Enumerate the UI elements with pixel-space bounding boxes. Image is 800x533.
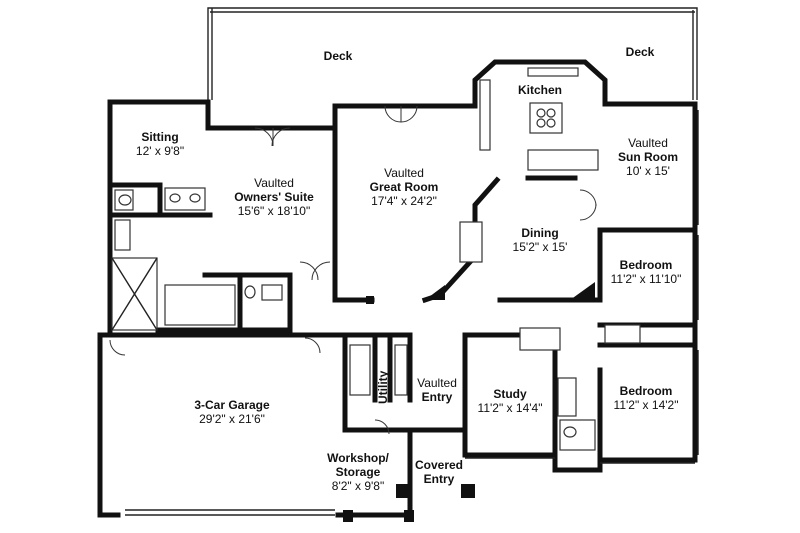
room-vaulted: Vaulted <box>628 136 668 150</box>
room-name: Study <box>493 387 527 401</box>
room-name: Kitchen <box>517 83 563 97</box>
room-label-workshop: Workshop/ Storage 8'2" x 9'8" <box>312 451 404 493</box>
room-name: Sitting <box>141 130 179 144</box>
room-label-garage: 3-Car Garage 29'2" x 21'6" <box>194 398 269 426</box>
room-dims: 8'2" x 9'8" <box>331 479 385 493</box>
exterior-walls <box>97 59 698 522</box>
room-label-sun-room: Vaulted Sun Room 10' x 15' <box>618 136 678 178</box>
room-label-deck-right: Deck <box>626 45 655 59</box>
room-dims: 17'4" x 24'2" <box>371 194 437 208</box>
room-dims: 12' x 9'8" <box>135 144 185 158</box>
room-dims: 29'2" x 21'6" <box>199 412 265 426</box>
room-name: Entry <box>421 390 453 404</box>
room-name: Dining <box>521 226 559 240</box>
room-label-great-room: Vaulted Great Room 17'4" x 24'2" <box>370 166 439 208</box>
room-name: Great Room <box>369 180 439 194</box>
room-label-covered-entry: Covered Entry <box>409 458 469 486</box>
room-label-dining: Dining 15'2" x 15' <box>513 226 568 254</box>
room-label-sitting: Sitting 12' x 9'8" <box>136 130 184 158</box>
room-name: Owners' Suite <box>234 190 314 204</box>
room-label-entry: Vaulted Entry <box>417 376 457 404</box>
room-label-bedroom-1: Bedroom 11'2" x 11'10" <box>611 258 682 286</box>
room-name: Covered Entry <box>414 458 464 486</box>
room-name: 3-Car Garage <box>194 398 270 412</box>
room-name: Bedroom <box>619 258 673 272</box>
room-vaulted: Vaulted <box>417 376 457 390</box>
room-dims: 11'2" x 14'4" <box>477 401 543 415</box>
room-dims: 11'2" x 11'10" <box>610 272 682 286</box>
room-label-deck-left: Deck <box>324 49 353 63</box>
room-label-bedroom-2: Bedroom 11'2" x 14'2" <box>614 384 679 412</box>
room-vaulted: Vaulted <box>254 176 294 190</box>
room-label-owners-suite: Vaulted Owners' Suite 15'6" x 18'10" <box>234 176 314 218</box>
room-name: Workshop/ Storage <box>327 451 389 479</box>
deck-outline <box>207 7 698 100</box>
room-dims: 15'6" x 18'10" <box>237 204 311 218</box>
room-dims: 10' x 15' <box>626 164 670 178</box>
fixtures <box>111 67 641 451</box>
room-name: Sun Room <box>618 150 678 164</box>
room-dims: 15'2" x 15' <box>512 240 568 254</box>
interior-walls <box>107 103 698 463</box>
room-vaulted: Vaulted <box>384 166 424 180</box>
room-dims: 11'2" x 14'2" <box>613 398 679 412</box>
doors <box>109 105 597 435</box>
room-name: Deck <box>323 49 353 63</box>
room-label-study: Study 11'2" x 14'4" <box>478 387 543 415</box>
room-name: Bedroom <box>619 384 673 398</box>
room-name: Deck <box>625 45 655 59</box>
room-label-utility: Utility <box>376 370 390 404</box>
room-label-kitchen: Kitchen <box>518 83 562 97</box>
window-strips <box>125 110 699 516</box>
